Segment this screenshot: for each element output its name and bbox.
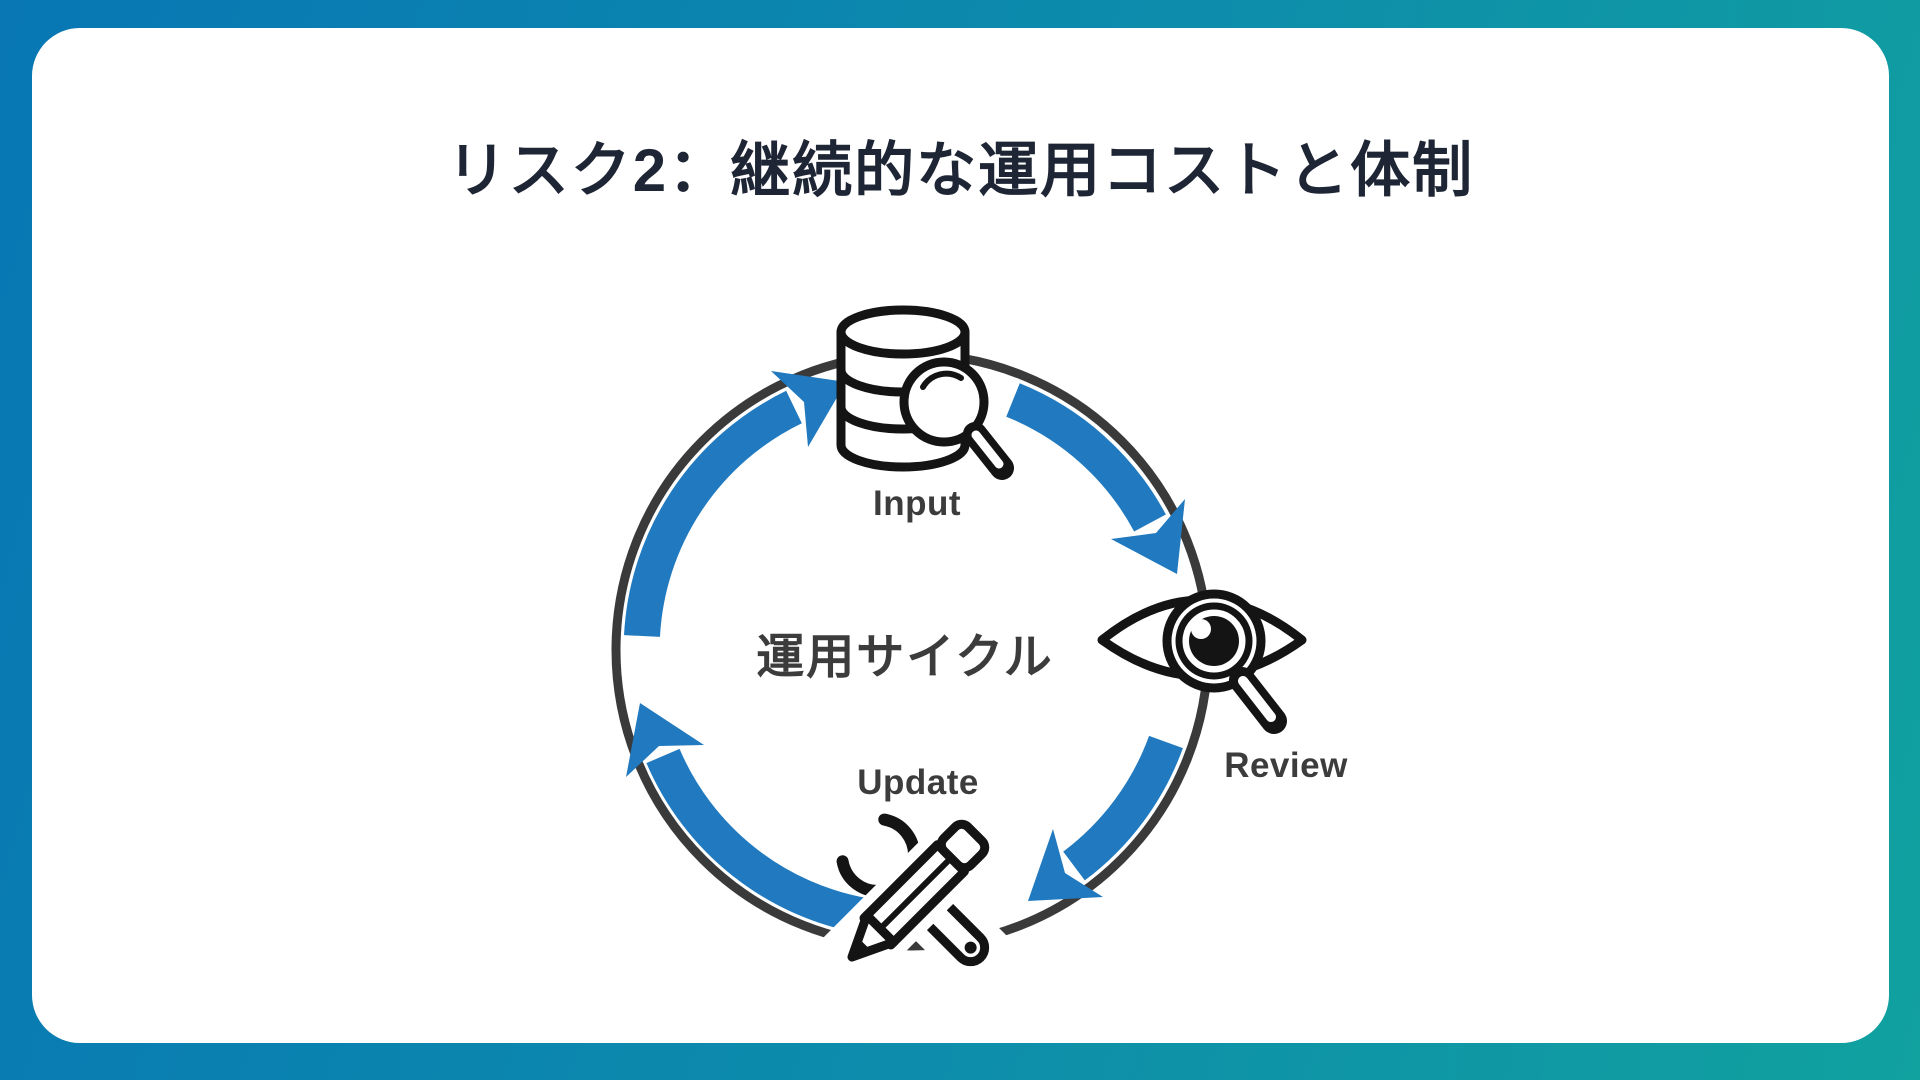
operation-cycle-diagram: Input Review Update 運用サイクル <box>500 260 1420 1040</box>
cycle-arrow-top-left <box>624 371 846 638</box>
node-label-input: Input <box>872 484 962 523</box>
cycle-diagram-svg <box>611 305 1307 991</box>
pencil-icon <box>818 790 1019 991</box>
cycle-center-label: 運用サイクル <box>756 631 1054 684</box>
cycle-arrow-top-right <box>1006 383 1185 574</box>
eye-magnifier-icon <box>1097 589 1307 734</box>
node-label-update: Update <box>857 763 979 802</box>
wrench-pencil-icon <box>818 790 1019 991</box>
cycle-arrow-bottom-right <box>1028 735 1183 901</box>
database-search-icon <box>836 305 1014 480</box>
cycle-arrow-bottom-left <box>626 703 869 934</box>
page-title: リスク2：継続的な運用コストと体制 <box>446 137 1475 204</box>
node-label-review: Review <box>1224 746 1348 785</box>
